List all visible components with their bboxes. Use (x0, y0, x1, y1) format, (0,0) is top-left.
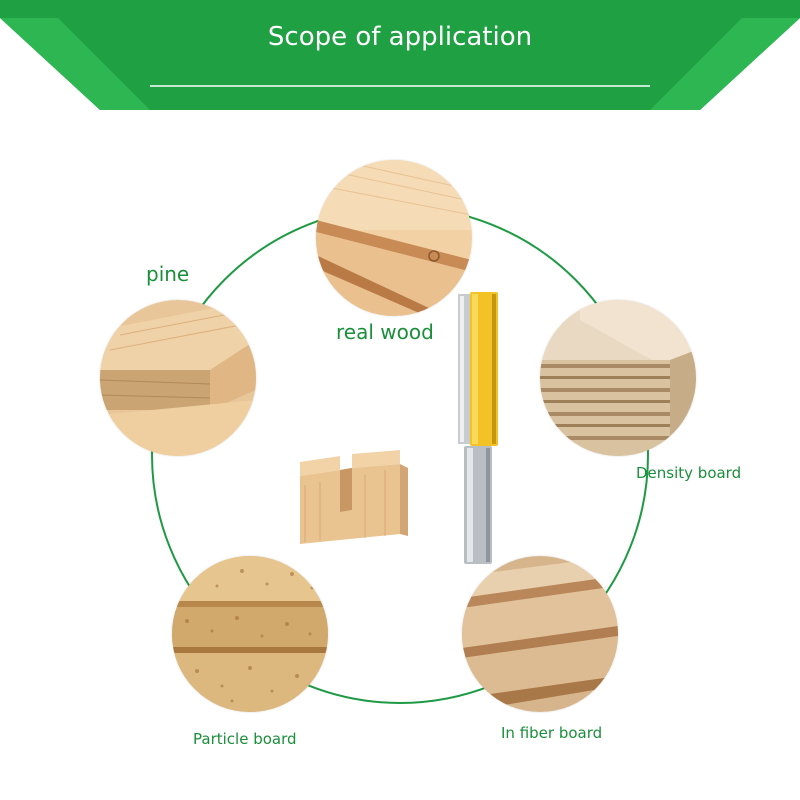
router-bit-icon (458, 292, 498, 564)
grooved-wood-block-icon (300, 450, 408, 544)
label-fiber-board: In fiber board (501, 724, 603, 742)
label-density-board: Density board (636, 464, 742, 482)
particle-board-photo (172, 556, 328, 712)
real-wood-photo (316, 160, 472, 316)
density-board-photo (540, 300, 696, 456)
fiber-board-photo (462, 556, 618, 712)
label-pine: pine (146, 262, 190, 286)
page-title: Scope of application (267, 22, 533, 52)
banner-shape (0, 0, 800, 110)
label-real-wood: real wood (336, 320, 434, 344)
header-banner: Scope of application (0, 0, 800, 112)
pine-photo (100, 300, 256, 456)
label-particle-board: Particle board (193, 730, 297, 748)
